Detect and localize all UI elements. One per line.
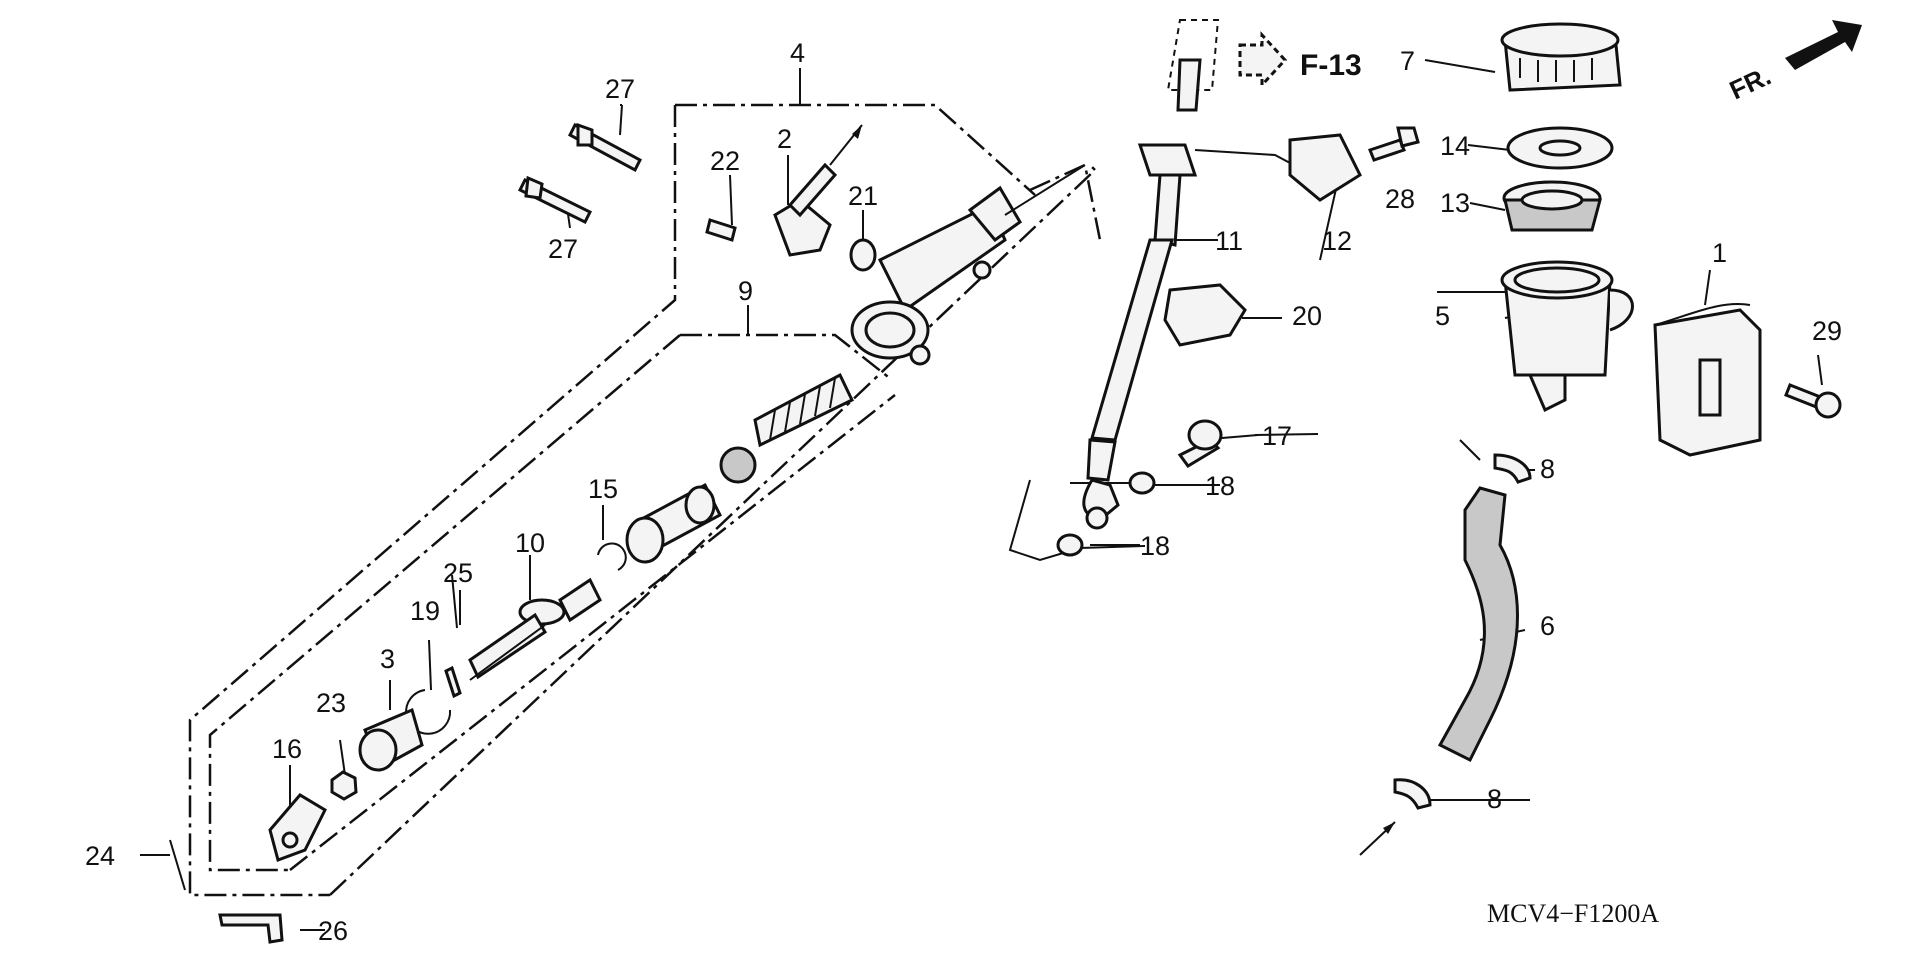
- reservoir-5: [1500, 260, 1634, 413]
- spring-9: [753, 372, 854, 448]
- label-29: 29: [1812, 316, 1842, 346]
- label-15: 15: [588, 474, 618, 504]
- outlet-fitting-2: [705, 124, 877, 272]
- brake-hose-11: [1008, 19, 1323, 562]
- reservoir-hose-6: [1437, 486, 1519, 763]
- label-7: 7: [1400, 46, 1415, 76]
- label-2: 2: [777, 124, 792, 154]
- label-14: 14: [1440, 131, 1470, 161]
- reference-label: F-13: [1300, 49, 1362, 82]
- washers-18: [1056, 471, 1156, 557]
- label-21: 21: [848, 181, 878, 211]
- label-28: 28: [1385, 184, 1415, 214]
- label-11: 11: [1215, 226, 1243, 256]
- diaphragm-13: [1502, 180, 1602, 232]
- cover-1: [1653, 303, 1762, 457]
- hose-clip-lower-8: [1359, 778, 1432, 856]
- label-22: 22: [710, 146, 740, 176]
- label-18-lower: 18: [1140, 531, 1170, 561]
- bolt-29: [1784, 383, 1842, 419]
- clamp-20: [1163, 283, 1247, 347]
- label-24: 24: [85, 841, 115, 871]
- label-5: 5: [1435, 301, 1450, 331]
- label-9: 9: [738, 276, 753, 306]
- label-25: 25: [443, 558, 473, 588]
- label-19: 19: [410, 596, 440, 626]
- orientation-label: FR.: [1725, 61, 1776, 106]
- assembly-4-outline: [188, 103, 1102, 897]
- hose-clip-upper-8: [1493, 453, 1532, 484]
- label-27-upper: 27: [605, 74, 635, 104]
- bolt-28: [1368, 126, 1420, 162]
- front-direction-arrow-icon: [1785, 20, 1862, 70]
- part-labels: 1 2 3 4 5 6 7 8 8 9 10 11 12 13 14 15 16…: [85, 38, 1842, 946]
- label-20: 20: [1292, 301, 1322, 331]
- label-27-lower: 27: [548, 234, 578, 264]
- reservoir-cap-7: [1500, 22, 1622, 92]
- piston-parts: [330, 446, 757, 801]
- plate-14: [1506, 126, 1614, 170]
- label-18-upper: 18: [1205, 471, 1235, 501]
- assembly-9-outline: [208, 333, 896, 872]
- label-6: 6: [1540, 611, 1555, 641]
- master-cylinder-body: [850, 164, 1086, 366]
- label-10: 10: [515, 528, 545, 558]
- bolts-27: [517, 122, 642, 225]
- label-8-lower: 8: [1487, 784, 1502, 814]
- bracket-12: [1288, 133, 1362, 202]
- label-16: 16: [272, 734, 302, 764]
- bolt-17: [1177, 419, 1223, 468]
- label-3: 3: [380, 644, 395, 674]
- label-23: 23: [316, 688, 346, 718]
- diagram-code: MCV4−F1200A: [1487, 899, 1659, 928]
- label-12: 12: [1322, 226, 1352, 256]
- label-26: 26: [318, 916, 348, 946]
- label-13: 13: [1440, 188, 1470, 218]
- reference-arrow-icon: [1238, 31, 1288, 89]
- clevis-16: [169, 793, 327, 944]
- label-1: 1: [1712, 238, 1727, 268]
- label-8-upper: 8: [1540, 454, 1555, 484]
- label-4: 4: [790, 38, 805, 68]
- label-17: 17: [1262, 421, 1292, 451]
